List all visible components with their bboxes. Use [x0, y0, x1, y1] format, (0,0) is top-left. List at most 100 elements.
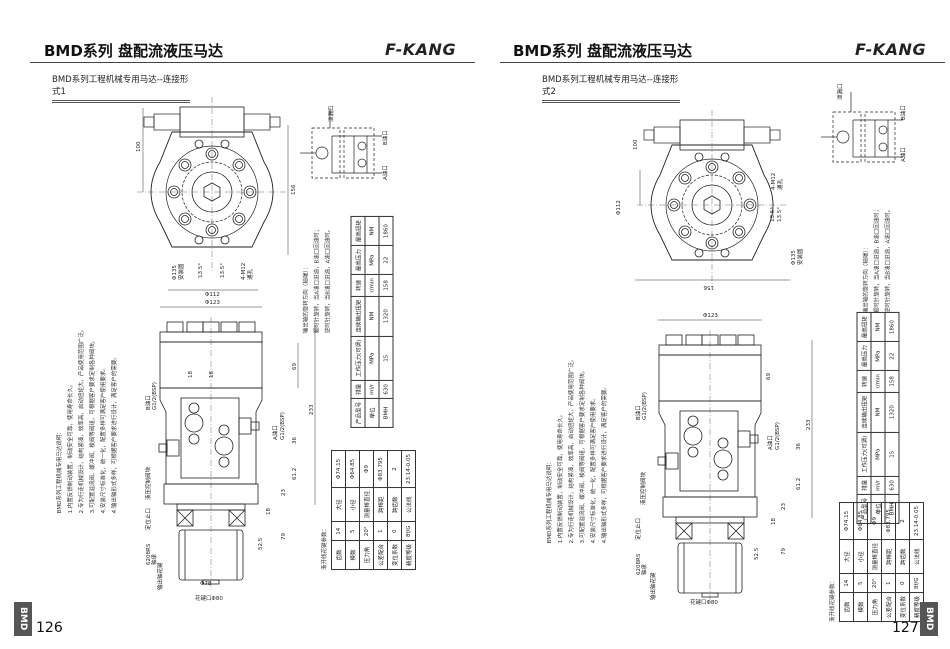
- table-cell: 0: [387, 521, 402, 541]
- dim-label: 52.5: [258, 537, 264, 550]
- dim-label: 安装圆: [177, 263, 185, 280]
- table-cell: 23.14-0.05: [909, 502, 924, 540]
- brand-logo-right: F-KANG: [855, 40, 927, 59]
- spline-title: 渐开线花键参数：: [322, 526, 328, 571]
- td: BMH: [379, 398, 393, 428]
- dim-label: 13.5°: [777, 207, 783, 222]
- rotation-cw: 顺时针旋转，当A油口进油，B油口回油时；: [874, 206, 881, 314]
- callout: 液压控制阀块: [144, 466, 152, 500]
- port-label: A油口: [271, 425, 279, 440]
- rotation-title: 输出轴的旋转方向（轴端）：: [303, 264, 310, 334]
- td: 22: [885, 341, 899, 371]
- dim-label: 233: [309, 404, 315, 415]
- rotation-notes: 输出轴的旋转方向（轴端）： 顺时针旋转，当A油口进油，B油口回油时； 逆时针旋转…: [862, 207, 895, 314]
- dim-label: 233: [806, 419, 812, 430]
- dim-label: Φ112: [205, 292, 220, 298]
- port-b-label: B油口: [381, 130, 389, 145]
- td: MPa: [871, 432, 885, 477]
- dim-label: 156: [703, 284, 714, 290]
- td: NM: [871, 312, 885, 342]
- drain-label: 泄漏口: [327, 105, 335, 122]
- notes-title: BMD系列工程机械专用马达说明：: [57, 429, 63, 514]
- table-cell: Φ9: [867, 502, 882, 540]
- table-cell: Φ83.795: [881, 502, 896, 540]
- dim-label: 156: [291, 184, 297, 195]
- table-cell: Φ74.15: [839, 502, 854, 540]
- dim-label: 23: [781, 503, 787, 510]
- port-a-label: A油口: [899, 147, 907, 162]
- table-cell: 1: [373, 521, 388, 541]
- td: MPa: [365, 336, 379, 381]
- td: MPa: [365, 245, 379, 275]
- td: ml/r: [871, 476, 885, 495]
- drain-label: 泄漏口: [836, 83, 844, 100]
- callout: 定位止口: [144, 508, 152, 530]
- dim-label: Φ135: [172, 265, 178, 280]
- note-item: 4.安装尺寸标准化，统一化，配置多样可满足客户使用要求。: [101, 365, 107, 514]
- dim-label: 18: [209, 371, 215, 378]
- dim-label: 花键口Φ80: [690, 598, 718, 606]
- table-cell: 压力角: [867, 592, 882, 622]
- table-cell: Φ74.15: [331, 450, 346, 488]
- td: 158: [379, 274, 393, 297]
- dim-label: Φ135: [791, 250, 797, 265]
- note-item: 4.输出轴形式多样，可根据客户要求进行设计，满足客户的需要。: [112, 354, 118, 514]
- hydraulic-schematic-left: 泄漏口 B油口 A油口: [299, 105, 389, 180]
- table-cell: 20°: [867, 573, 882, 593]
- dim-label: 69: [292, 363, 298, 370]
- th: 工作压力(可调): [857, 432, 871, 477]
- section-tab: BMD: [920, 602, 938, 636]
- th: 最高压力: [351, 245, 365, 275]
- table-cell: 模数: [345, 540, 360, 570]
- callout: 轴承: [640, 563, 648, 575]
- header-divider: [500, 62, 945, 63]
- table-cell: 5: [853, 573, 868, 593]
- dim-label: 61.2: [796, 478, 802, 490]
- td: NM: [365, 216, 379, 246]
- table-cell: 8f/G: [909, 573, 924, 593]
- port-label: B油口: [634, 405, 642, 420]
- dim-label: Φ123: [205, 300, 220, 306]
- dim-label: 13.5°: [198, 263, 204, 278]
- table-cell: 0: [895, 573, 910, 593]
- td: ml/r: [365, 380, 379, 399]
- table-cell: Φ83.795: [373, 450, 388, 488]
- dim-label: 61.2: [292, 468, 298, 480]
- rotation-cw: 顺时针旋转，当A油口进油，B油口回油时；: [314, 226, 321, 334]
- spline-title: 渐开线花键参数：: [830, 578, 836, 623]
- brand-logo-left: F-KANG: [385, 40, 457, 59]
- page-number: 127: [892, 620, 919, 636]
- port-label: G1/2(BSP): [775, 422, 781, 450]
- th: 转速: [351, 274, 365, 297]
- table-cell: 大径: [839, 539, 854, 574]
- note-item: 1.内置反馈制动装置，制动安全可靠，使用寿命长久。: [68, 381, 74, 514]
- table-cell: 5: [345, 521, 360, 541]
- table-cell: 跨棒距: [373, 487, 388, 522]
- dim-label: 23: [281, 489, 287, 496]
- table-cell: 变位系数: [387, 540, 402, 570]
- callout: 定位止口: [634, 518, 642, 540]
- table-cell: 23.14-0.05: [401, 450, 416, 488]
- dim-label: Φ112: [616, 200, 622, 215]
- header-divider: [30, 62, 475, 63]
- table-cell: 齿数: [331, 540, 346, 570]
- table-cell: 公法线: [909, 539, 924, 574]
- dim-label: 52.5: [754, 547, 760, 560]
- side-view-drawing-right: Φ123 69 233 36 61.2 23 18 79 52.5 B油口 G1…: [634, 313, 813, 606]
- table-cell: Φ64.85: [345, 450, 360, 488]
- dim-label: Φ123: [703, 313, 718, 319]
- dim-label: 18: [188, 371, 194, 378]
- callout: 6208RS: [146, 543, 152, 565]
- dim-label: 36: [292, 437, 298, 444]
- callout: 轴承: [150, 553, 158, 565]
- table-cell: 1: [881, 573, 896, 593]
- rotation-ccw: 逆时针旋转，当B油口进油，A油口回油时。: [885, 206, 892, 314]
- port-label: G1/2(BSP): [152, 382, 158, 410]
- table-cell: 精度等级: [401, 540, 416, 570]
- td: MPa: [871, 341, 885, 371]
